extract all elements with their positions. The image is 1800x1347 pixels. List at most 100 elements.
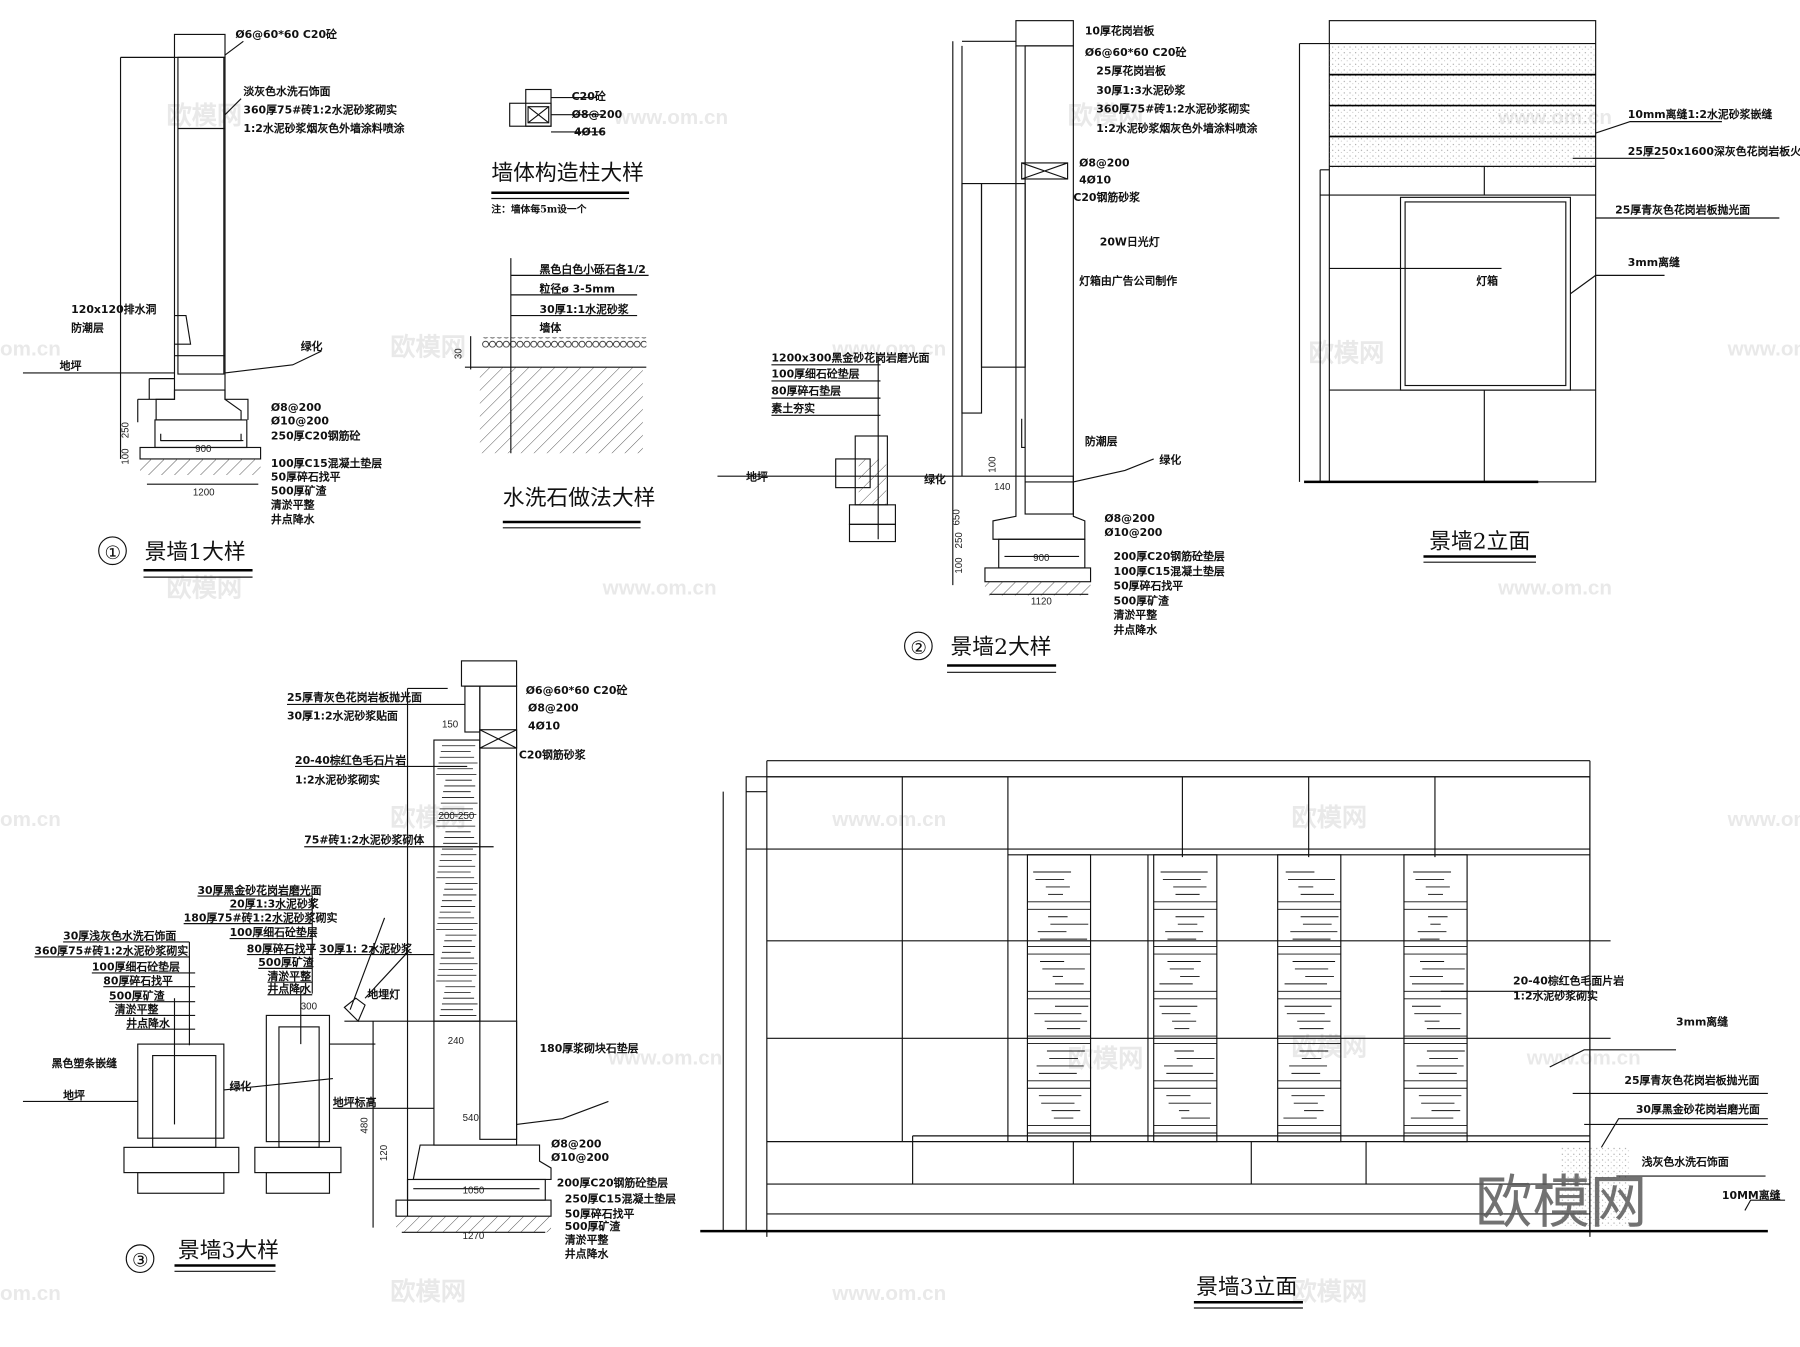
terrazzo_detail-label: 墙体 [540, 321, 562, 335]
detail2-label: 500厚矿渣 [1114, 594, 1170, 608]
detail3-dimension: 240 [448, 1036, 465, 1047]
detail2-label: 井点降水 [1114, 622, 1158, 636]
detail3-dimension: 200-250 [439, 811, 475, 822]
elevation3-label: 1:2水泥砂浆砌实 [1513, 988, 1598, 1002]
detail2-label: 100厚细石砼垫层 [771, 366, 859, 380]
detail3-dimension: 480 [359, 1117, 370, 1134]
detail2-label: 灯箱由广告公司制作 [1079, 274, 1177, 288]
slate-column [1026, 854, 1092, 1143]
detail2-label: 20W日光灯 [1100, 235, 1160, 249]
detail2-label: 1200x300黑金砂花岗岩磨光面 [771, 350, 929, 364]
detail-1-title: 景墙1大样 [145, 540, 246, 565]
elevation2-label: 3mm离缝 [1628, 255, 1680, 269]
detail3-label: 180厚浆砌块石垫层 [540, 1041, 639, 1055]
elevation3-label: 10MM离缝 [1722, 1188, 1781, 1202]
detail-2-number: ② [910, 638, 926, 659]
detail3-label: Ø8@200 [551, 1137, 602, 1150]
detail3-label: 地坪 [63, 1088, 85, 1102]
detail3-label: 30厚浅灰色水洗石饰面 [63, 929, 176, 943]
watermark-site: www.om.cn [1727, 808, 1800, 831]
detail2-label: 200厚C20钢筋砼垫层 [1114, 549, 1225, 563]
detail2-label: 360厚75#砖1:2水泥砂浆砌实 [1096, 101, 1250, 115]
detail1-label: 120x120排水洞 [71, 302, 156, 316]
detail3-label: 1:2水泥砂浆砌实 [295, 773, 380, 787]
detail3-label: 25厚青灰色花岗岩板抛光面 [287, 690, 422, 704]
detail3-dimension: 150 [442, 719, 459, 730]
column_detail-label: Ø8@200 [572, 108, 623, 121]
detail2-dimension: 140 [994, 482, 1011, 493]
watermark-site: om.cn [0, 338, 61, 361]
detail2-label: C20钢筋砂浆 [1073, 190, 1140, 204]
detail3-label: 80厚碎石找平 [247, 941, 317, 955]
detail2-label: 50厚碎石找平 [1114, 579, 1184, 593]
detail2-dimension: 900 [1033, 553, 1050, 564]
detail-3-section [22, 660, 609, 1233]
elevation3-label: 3mm离缝 [1676, 1015, 1728, 1029]
terrazzo_detail-label: 黑色白色小砾石各1/2 [540, 262, 646, 276]
detail2-label: 地坪 [746, 470, 768, 484]
detail3-label: Ø8@200 [528, 701, 579, 714]
detail-1-title-block [98, 536, 253, 578]
watermark-site: www.om.cn [1497, 576, 1612, 599]
detail-1-number: ① [104, 543, 120, 564]
watermark-site: www.om.cn [831, 808, 946, 831]
detail2-label: 25厚花岗岩板 [1096, 64, 1166, 78]
watermark-brand: 欧模网 [166, 101, 242, 130]
detail1-label: Ø8@200 [271, 401, 322, 414]
detail3-label: 30厚黑金砂花岗岩磨光面 [197, 883, 321, 897]
watermark-site: www.om.cn [602, 576, 717, 599]
elevation-3 [700, 760, 1786, 1309]
slate-column [1277, 854, 1342, 1143]
detail3-dimension: 1270 [463, 1231, 485, 1242]
detail3-label: 20厚1:3水泥砂浆 [230, 897, 319, 911]
detail2-label: Ø8@200 [1079, 156, 1130, 169]
elevation3-label: 25厚青灰色花岗岩板抛光面 [1624, 1073, 1759, 1087]
elevation-2 [1298, 20, 1780, 563]
detail3-label: Ø6@60*60 C20砼 [526, 683, 628, 697]
elevation-3-title: 景墙3立面 [1196, 1275, 1297, 1300]
detail2-label: 100厚C15混凝土垫层 [1114, 564, 1225, 578]
pilaster-b [223, 986, 376, 1194]
detail3-label: 50厚碎石找平 [565, 1206, 635, 1220]
watermark-site: www.om.cn [1526, 1047, 1641, 1070]
detail3-label: 地坪标高 [333, 1095, 377, 1109]
watermark-site: www.om.cn [607, 1047, 722, 1070]
detail2-label: 清淤平整 [1114, 607, 1158, 621]
detail1-label: 井点降水 [271, 512, 315, 526]
watermark-brand: 欧模网 [1291, 1033, 1367, 1062]
detail2-label: 防潮层 [1085, 434, 1118, 448]
watermark-site: www.om.cn [1727, 338, 1800, 361]
detail1-dimension: 250 [121, 421, 132, 438]
watermark-brand-large: 欧模网 [1475, 1169, 1647, 1236]
detail1-dimension: 100 [121, 448, 132, 465]
watermark-brand: 欧模网 [390, 333, 466, 362]
detail1-label: 100厚C15混凝土垫层 [271, 456, 382, 470]
detail3-label: 500厚矿渣 [109, 988, 165, 1002]
watermark-brand: 欧模网 [1291, 1277, 1367, 1306]
detail-2-title-block [904, 631, 1057, 673]
detail1-label: 绿化 [301, 339, 323, 353]
watermark-brand: 欧模网 [1291, 803, 1367, 832]
detail3-label: Ø10@200 [551, 1151, 609, 1164]
detail2-label: 10厚花岗岩板 [1085, 23, 1155, 37]
elevation2-label: 25厚250x1600深灰色花岗岩板火烧面 [1628, 144, 1800, 158]
detail1-label: 清淤平整 [271, 497, 315, 511]
detail3-label: 清淤平整 [115, 1002, 159, 1016]
detail1-label: 1:2水泥砂浆烟灰色外墙涂料喷涂 [243, 121, 404, 135]
detail1-label: Ø6@60*60 C20砼 [235, 27, 337, 41]
detail3-label: 100厚细石砼垫层 [92, 960, 180, 974]
detail-2-title: 景墙2大样 [951, 635, 1052, 660]
watermark-site: www.om.cn [831, 338, 946, 361]
terrazzo-detail [464, 258, 649, 529]
column-detail-note: 注：墙体每5m设一个 [491, 202, 586, 215]
detail-3-title: 景墙3大样 [178, 1239, 279, 1264]
detail2-dimension: 100 [987, 456, 998, 473]
column_detail-label: 4Ø16 [574, 125, 606, 138]
detail1-label: 淡灰色水洗石饰面 [243, 84, 330, 98]
watermark-site: www.om.cn [613, 106, 728, 129]
elevation3-label: 20-40棕红色毛面片岩 [1513, 973, 1624, 987]
detail2-dimension: 100 [954, 557, 965, 574]
detail2-label: Ø8@200 [1104, 512, 1155, 525]
column_detail-label: C20砼 [572, 89, 606, 103]
